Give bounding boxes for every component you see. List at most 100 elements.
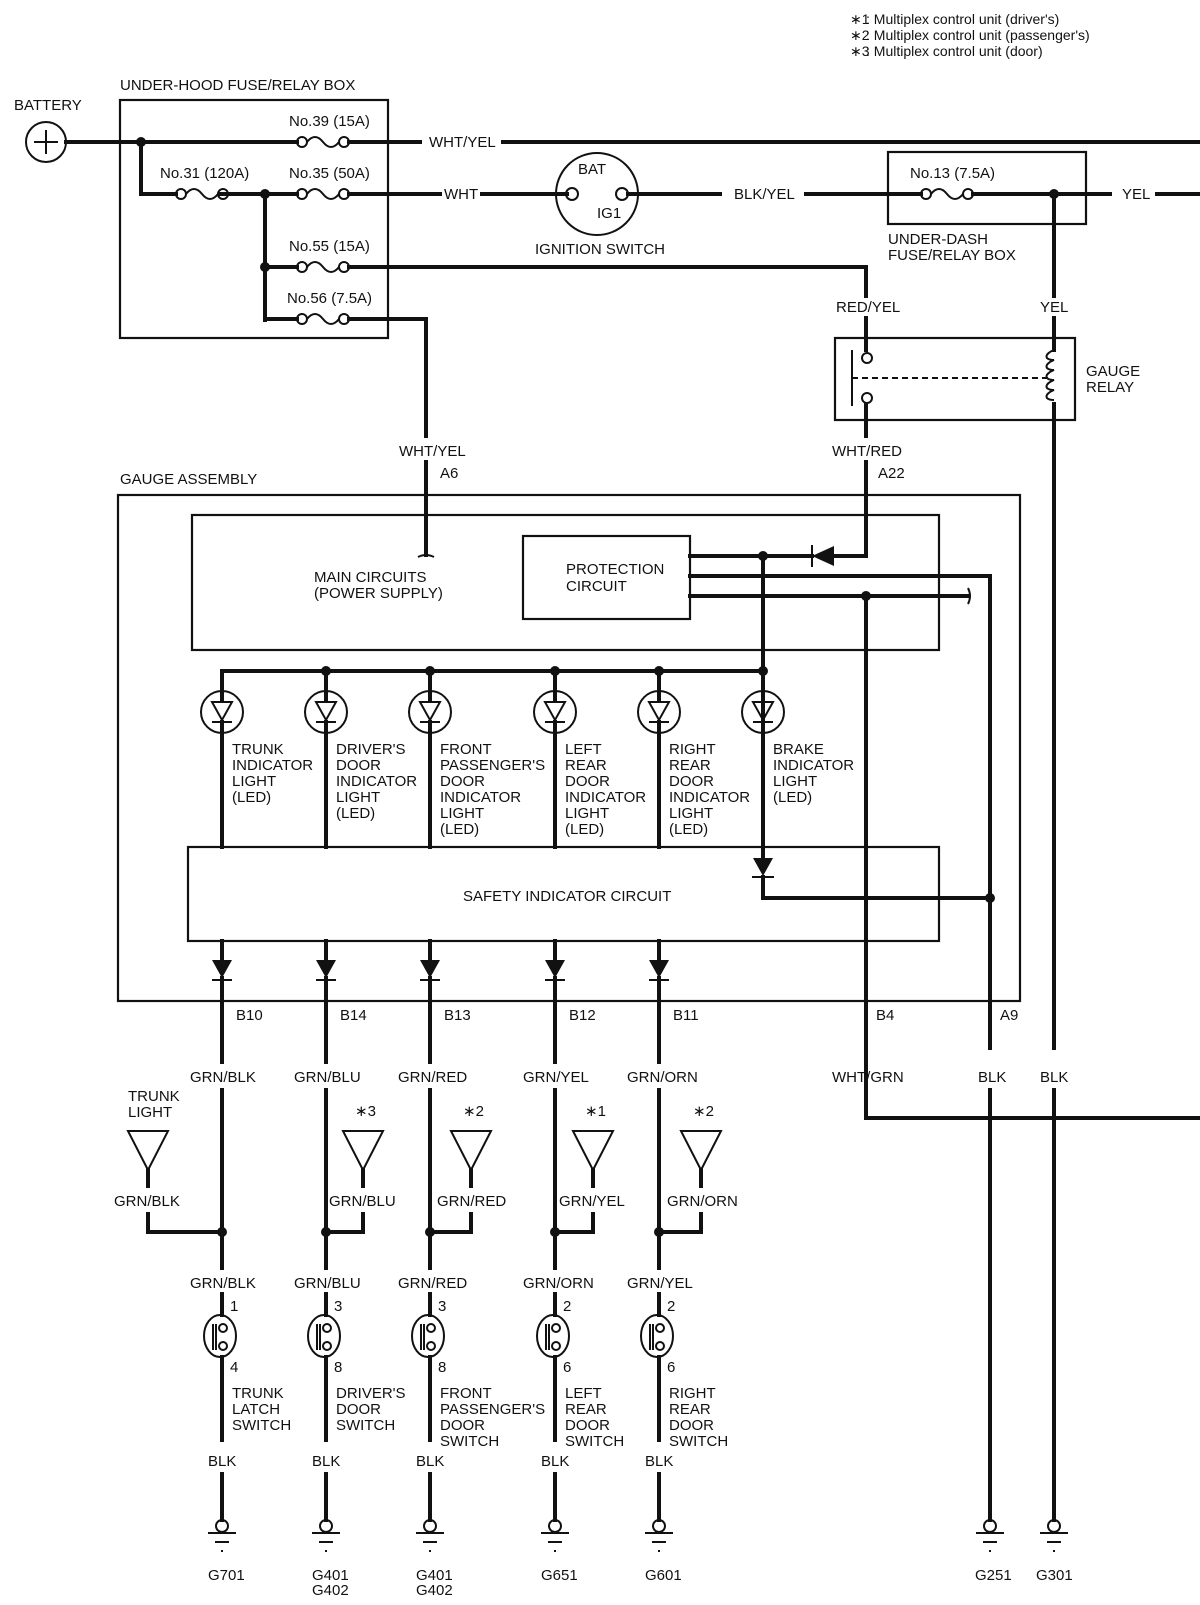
wire-relay-coil-in: YEL [1040,299,1068,316]
diode-a22-icon [811,545,834,567]
led-3-label: (LED) [440,821,479,838]
wire-color: GRN/BLU [294,1069,361,1086]
branch-b14: B14GRN/BLU∗3GRN/BLUGRN/BLU38DRIVER'SDOOR… [294,939,406,1599]
protection-circuit-label-1: PROTECTION [566,561,664,578]
ground-label: G651 [541,1567,578,1584]
wire-a9: BLK [978,1069,1006,1086]
connector-pin: B13 [444,1007,471,1024]
led-6-icon [741,669,785,734]
ground-icon [416,1519,444,1552]
led-3-icon [408,669,452,849]
ground-label: G402 [312,1582,349,1599]
note-2-mark: ∗2 [850,27,870,43]
connector-triangle-icon [571,1130,615,1173]
switch-wire-color: GRN/ORN [523,1275,594,1292]
connector-triangle-icon [126,1130,170,1173]
relay-switch-icon [851,350,1048,406]
switch-label: PASSENGER'S [440,1401,545,1418]
switch-wire-color: GRN/RED [398,1275,467,1292]
led-3-label: PASSENGER'S [440,757,545,774]
fuse-13-icon [920,188,974,200]
ground-g301-icon [1040,1519,1068,1552]
ref-wire-color: GRN/RED [437,1193,506,1210]
reference-mark: ∗2 [693,1103,714,1120]
branch-b12: B12GRN/YEL∗1GRN/YELGRN/ORN26LEFTREARDOOR… [523,939,625,1584]
switch-label: SWITCH [440,1433,499,1450]
ref-wire-color: GRN/BLK [114,1193,180,1210]
led-1-label: (LED) [232,789,271,806]
connector-pin: B12 [569,1007,596,1024]
switch-label: REAR [669,1401,711,1418]
door-switch-icon [307,1314,341,1358]
ref-wire-color: GRN/BLU [329,1193,396,1210]
fuse-39-icon [296,136,350,148]
ground-label: G402 [416,1582,453,1599]
switch-pin-out: 6 [667,1359,675,1376]
fuse-31-label: No.31 (120A) [160,165,249,182]
switch-pin-out: 6 [563,1359,571,1376]
wire-relay-in: RED/YEL [836,299,900,316]
battery-label: BATTERY [14,97,82,114]
fuse-39-label: No.39 (15A) [289,113,370,130]
main-circuits-label-2: (POWER SUPPLY) [314,585,443,602]
safety-indicator-circuit-box [186,845,941,943]
led-4-label: LEFT [565,741,602,758]
ground-icon [645,1519,673,1552]
connector-pin: B10 [236,1007,263,1024]
note-2-text: : Multiplex control unit (passenger's) [866,27,1090,43]
branch-b11: B11GRN/ORN∗2GRN/ORNGRN/YEL26RIGHTREARDOO… [627,939,738,1584]
led-1-label: TRUNK [232,741,284,758]
ground-g301-label: G301 [1036,1567,1073,1584]
connector-triangle-icon [449,1130,493,1173]
underdash-fuse-box [886,150,1088,226]
door-switch-icon [203,1314,237,1358]
led-5-label: LIGHT [669,805,713,822]
switch-label: DOOR [440,1417,485,1434]
ref-wire-color: GRN/YEL [559,1193,625,1210]
switch-wire-color: GRN/YEL [627,1275,693,1292]
junction-dot [425,1227,435,1237]
trunk-light-label: LIGHT [128,1104,172,1121]
switch-label: SWITCH [565,1433,624,1450]
diode-icon [649,960,669,978]
underdash-box-title-2: FUSE/RELAY BOX [888,247,1016,264]
door-switch-icon [640,1314,674,1358]
switch-pin-out: 8 [438,1359,446,1376]
led-5-label: DOOR [669,773,714,790]
note-1-mark: ∗1 [850,11,870,27]
switch-pin-in: 2 [563,1298,571,1315]
led-5-label: (LED) [669,821,708,838]
junction-dot [654,1227,664,1237]
ground-wire-color: BLK [208,1453,236,1470]
note-3-text: : Multiplex control unit (door) [866,43,1043,59]
fuse-35-icon [296,188,350,200]
led-2-label: LIGHT [336,789,380,806]
switch-pin-out: 4 [230,1359,238,1376]
connector-triangle-icon [341,1130,385,1173]
underhood-fuse-box [118,98,390,340]
wire-fuse13-out: YEL [1122,186,1150,203]
gauge-assembly-box [116,493,1022,1003]
branch-b10: B10GRN/BLKTRUNKLIGHTGRN/BLKGRN/BLK14TRUN… [114,939,291,1584]
led-5-label: REAR [669,757,711,774]
switch-label: REAR [565,1401,607,1418]
ground-icon [208,1519,236,1552]
ground-wire-color: BLK [312,1453,340,1470]
relay-coil-icon [1045,349,1055,401]
ground-wire-color: BLK [645,1453,673,1470]
ground-g251-label: G251 [975,1567,1012,1584]
door-switch-icon [411,1314,445,1358]
led-4-label: INDICATOR [565,789,646,806]
connector-b4: B4 [876,1007,894,1024]
led-4-icon [533,669,577,849]
ignition-switch-label: IGNITION SWITCH [535,241,665,258]
gauge-relay-box [833,336,1077,422]
led-2-label: (LED) [336,805,375,822]
ground-wire-color: BLK [541,1453,569,1470]
main-circuits-label-1: MAIN CIRCUITS [314,569,427,586]
connector-a9: A9 [1000,1007,1018,1024]
junction-dot [217,1227,227,1237]
led-1-label: INDICATOR [232,757,313,774]
switch-label: LATCH [232,1401,280,1418]
